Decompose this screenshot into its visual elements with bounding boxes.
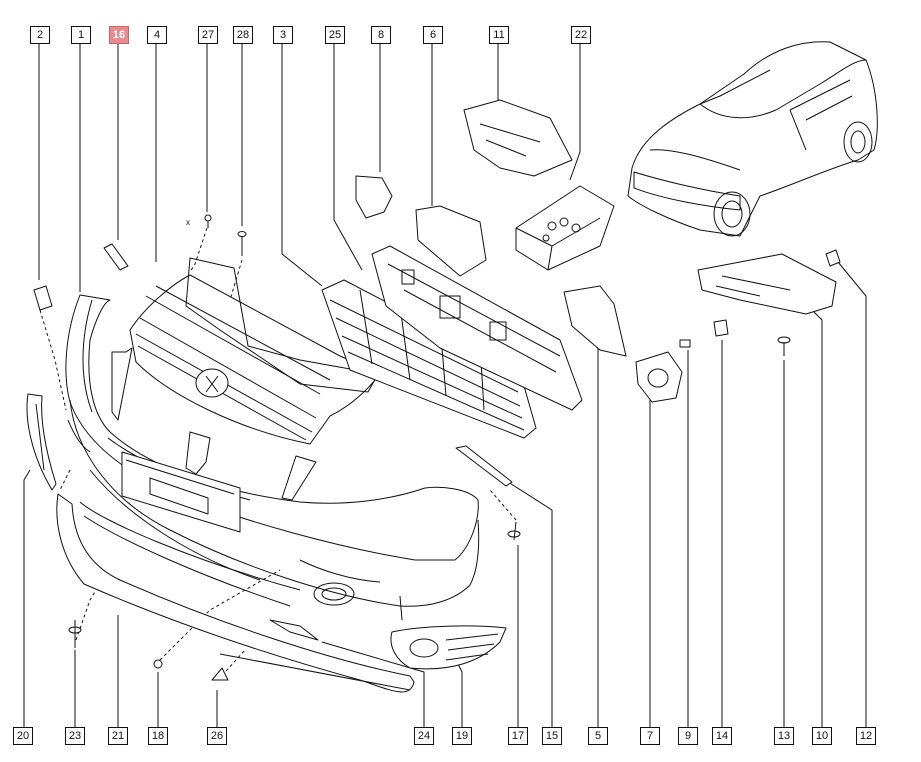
callout-12: 12 (856, 727, 876, 745)
grille-frame (371, 245, 583, 411)
callout-11: 11 (489, 26, 509, 44)
strip-15 (455, 445, 513, 487)
callout-6: 6 (423, 26, 443, 44)
axis-x-label: x (186, 218, 190, 227)
callout-8: 8 (371, 26, 391, 44)
callout-13: 13 (774, 727, 794, 745)
fog-light-trim (390, 625, 507, 670)
nut-14 (713, 319, 729, 337)
callout-27: 27 (198, 26, 218, 44)
callout-20: 20 (13, 727, 33, 745)
callout-9: 9 (678, 727, 698, 745)
callout-18: 18 (148, 727, 168, 745)
vehicle-thumbnail (627, 41, 878, 237)
front-grille (129, 257, 381, 445)
callout-15: 15 (542, 727, 562, 745)
pin-28 (237, 231, 247, 256)
bracket-5 (563, 285, 627, 357)
side-trim (26, 393, 57, 491)
bumper-cover (65, 294, 480, 621)
callout-5: 5 (588, 727, 608, 745)
callout-22: 22 (571, 26, 591, 44)
callout-23: 23 (65, 727, 85, 745)
pin-17 (507, 521, 521, 541)
clip-12 (825, 249, 841, 267)
callout-25: 25 (325, 26, 345, 44)
callout-14: 14 (712, 727, 732, 745)
callout-1: 1 (71, 26, 91, 44)
clip-16 (103, 243, 129, 271)
callout-16-highlighted: 16 (109, 26, 129, 44)
callout-21: 21 (108, 727, 128, 745)
fastener-kit-box (515, 185, 615, 271)
callout-7: 7 (640, 727, 660, 745)
callout-4: 4 (147, 26, 167, 44)
callout-2: 2 (30, 26, 50, 44)
callout-26: 26 (207, 727, 227, 745)
screw-13 (777, 336, 791, 356)
clip-2 (33, 285, 53, 311)
callout-3: 3 (273, 26, 293, 44)
callout-19: 19 (452, 727, 472, 745)
bracket-11 (463, 99, 573, 177)
clip-9 (679, 339, 691, 348)
callout-28: 28 (233, 26, 253, 44)
bracket-8 (355, 175, 393, 219)
clip-26 (211, 667, 229, 681)
lower-spoiler (56, 493, 415, 693)
fastener-18 (153, 659, 163, 669)
bracket-10 (697, 253, 837, 315)
lower-grille-mesh (321, 279, 537, 439)
bracket-6 (415, 205, 487, 277)
screw-27 (204, 214, 212, 228)
callout-10: 10 (812, 727, 832, 745)
fog-lamp-holder (635, 351, 683, 403)
callout-17: 17 (508, 727, 528, 745)
callout-24: 24 (414, 727, 434, 745)
push-pin-23 (68, 620, 82, 648)
